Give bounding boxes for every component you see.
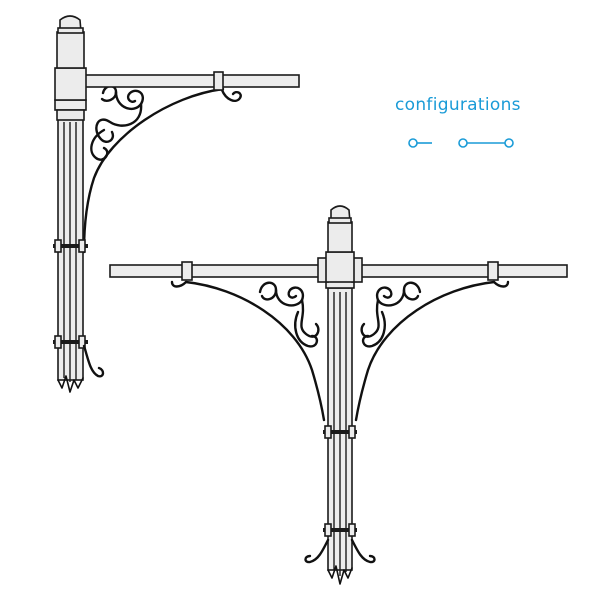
single-arm-pipe xyxy=(83,74,300,88)
single-arm-scrollwork xyxy=(82,84,242,254)
double-arm-scrollwork xyxy=(170,280,510,422)
double-arm-post xyxy=(304,205,376,585)
single-arm-collar xyxy=(213,71,224,91)
double-arm-collar-left xyxy=(181,261,193,281)
double-arm-bracket xyxy=(109,205,568,585)
legend-single-arm-symbol xyxy=(408,138,432,148)
single-arm-bracket xyxy=(53,15,300,393)
double-arm-collar-right xyxy=(487,261,499,281)
single-arm-post xyxy=(53,15,105,393)
legend-double-arm-symbol xyxy=(458,138,514,148)
configurations-title: configurations xyxy=(395,95,521,115)
